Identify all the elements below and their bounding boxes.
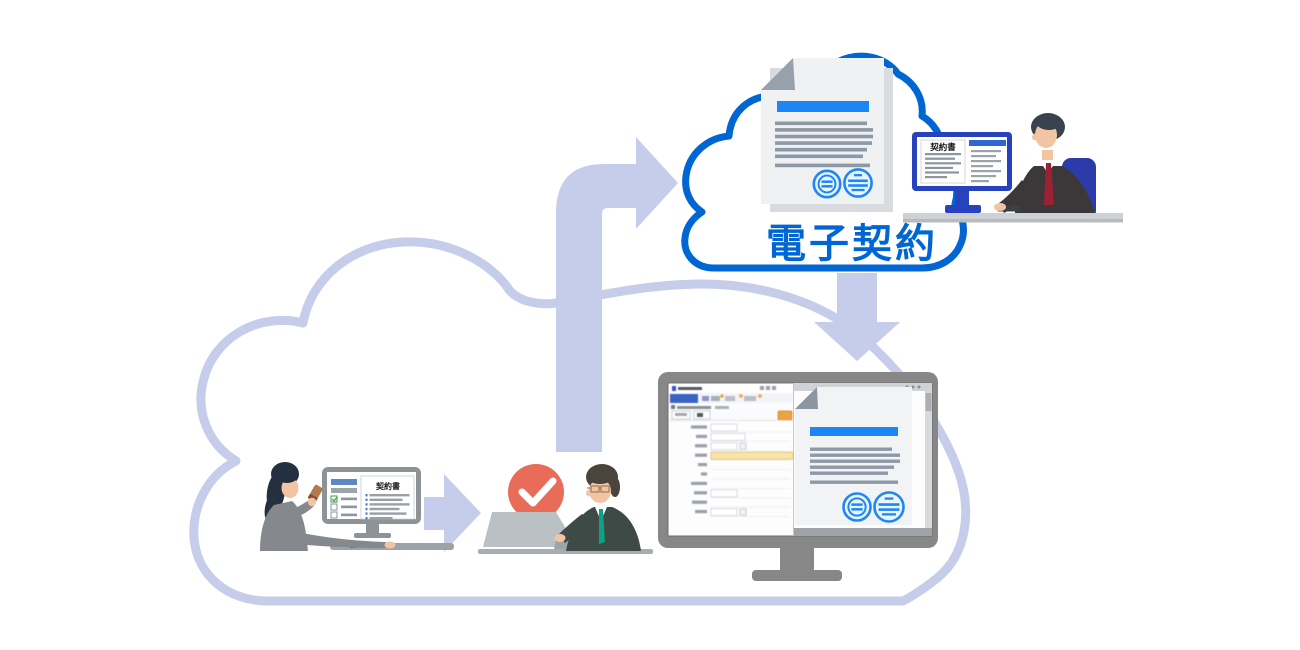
reviewer-hair-fringe — [1036, 114, 1062, 130]
handoff-arrow-shape — [424, 474, 481, 552]
erp-monitor-neck — [780, 546, 814, 572]
erp-active-tab — [670, 394, 698, 403]
reviewer-doc-lines — [925, 153, 961, 179]
seal-stripes-stamp-icon — [873, 491, 905, 523]
applicant-screen-header-gray — [331, 488, 357, 493]
download-arrow-shape — [814, 273, 900, 361]
applicant-person — [260, 462, 396, 551]
applicant-hand — [307, 497, 317, 507]
reviewer-ear — [1032, 133, 1038, 141]
approval-check — [508, 464, 564, 520]
applicant-hand-desk — [384, 541, 396, 549]
approver-workstation — [478, 464, 653, 554]
reviewer-doc-title: 契約書 — [929, 142, 956, 152]
reviewer-desk — [903, 213, 1123, 220]
download-arrow — [814, 273, 900, 361]
viewer-doc-seal-stamps — [842, 491, 905, 523]
document-text-lines — [775, 121, 873, 168]
reviewer-suit — [1014, 166, 1096, 222]
handoff-arrow — [424, 474, 481, 552]
applicant-face — [281, 478, 299, 498]
reviewer-sidebar-header — [969, 140, 1006, 146]
erp-orange-button — [777, 410, 793, 421]
applicant-workstation: 契約書 — [260, 462, 454, 551]
applicant-screen-header-blue — [331, 479, 357, 485]
applicant-checklist — [330, 495, 357, 519]
erp-window-title — [678, 387, 702, 390]
document-seal-stamps — [812, 168, 873, 199]
document-fold-corner — [761, 58, 795, 90]
approver-hair-fringe — [588, 472, 612, 484]
big-cloud-shape — [189, 237, 971, 606]
erp-form-rows — [691, 423, 794, 517]
laptop-screen-back — [483, 512, 577, 547]
approver-tie — [599, 509, 605, 544]
applicant-hair-fringe — [277, 471, 297, 483]
viewer-scrollbar-thumb — [925, 393, 932, 411]
seal-stripes-stamp-icon — [843, 168, 873, 198]
upload-arrow-shape — [556, 137, 678, 452]
document-title-bar — [777, 101, 869, 112]
approver-hand — [554, 534, 566, 542]
viewer-doc-fold-corner — [795, 387, 818, 409]
reviewer-screen-sidebar — [969, 140, 1006, 185]
reviewer-sidebar-lines — [971, 150, 1001, 183]
viewer-doc-text-lines — [810, 447, 900, 484]
approver-person — [554, 464, 641, 551]
applicant-monitor-neck — [366, 524, 379, 534]
toolbar-orange-dot — [739, 394, 743, 398]
checkbox-check-icon — [331, 496, 338, 502]
contract-document-icon — [761, 58, 893, 212]
reviewer-neck — [1042, 150, 1053, 160]
erp-monitor — [658, 372, 938, 581]
reviewer-workstation: 契約書 — [903, 113, 1123, 223]
toolbar-orange-dot — [720, 394, 724, 398]
big-cloud-outline — [189, 237, 971, 606]
erp-panel-divider — [793, 383, 794, 536]
erp-app-icon — [672, 386, 676, 391]
applicant-doc-lines — [365, 494, 410, 520]
toolbar-orange-dot — [758, 394, 762, 398]
approver-hair-side — [610, 477, 620, 497]
approver-face — [589, 479, 611, 503]
approver-arm — [558, 514, 590, 543]
reviewer-desk-edge — [903, 219, 1123, 223]
reviewer-screen-doc-panel — [920, 139, 966, 184]
viewer-document — [795, 387, 912, 525]
check-circle — [508, 464, 564, 520]
reviewer-tie — [1044, 163, 1054, 205]
seal-equals-stamp-icon — [842, 492, 872, 522]
e-contract-label: 電子契約 — [766, 222, 938, 266]
viewer-doc-title-bar — [810, 427, 898, 436]
applicant-doc-title: 契約書 — [375, 481, 400, 491]
glasses-icon — [587, 485, 610, 493]
reviewer-monitor-neck — [955, 191, 969, 206]
applicant-arm-upper — [284, 500, 314, 519]
viewer-scrollbar — [925, 391, 932, 528]
erp-monitor-base — [752, 570, 842, 581]
viewer-window — [794, 383, 932, 536]
upload-arrow — [556, 137, 678, 452]
reviewer-hand — [994, 203, 1006, 211]
applicant-monitor-base — [354, 533, 391, 538]
applicant-arm-lower — [296, 532, 386, 548]
check-icon — [518, 477, 557, 507]
seal-equals-stamp-icon — [812, 169, 842, 199]
reviewer-arm — [999, 180, 1032, 213]
reviewer-monitor-base — [945, 205, 981, 213]
erp-form-window — [669, 384, 794, 517]
viewer-bottom-bar — [794, 528, 932, 536]
applicant-doc-panel — [360, 475, 415, 520]
